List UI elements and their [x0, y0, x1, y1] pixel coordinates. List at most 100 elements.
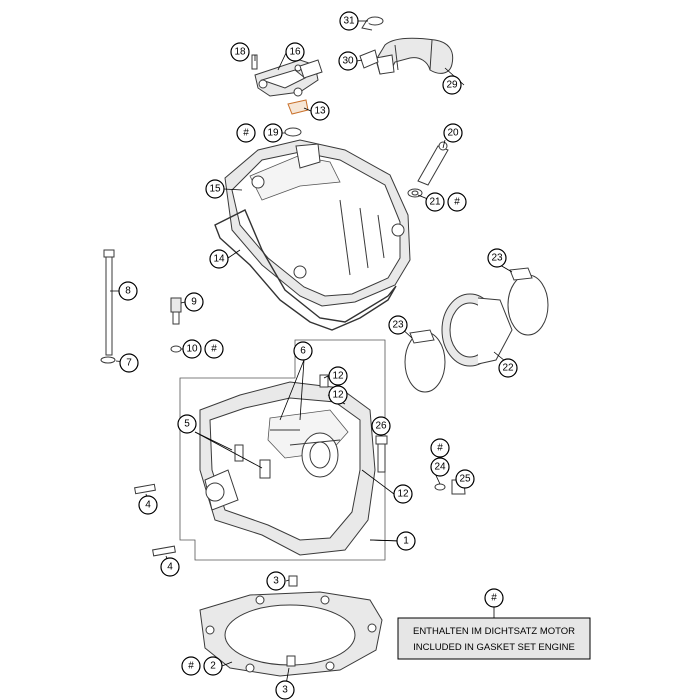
svg-text:24: 24	[434, 462, 446, 473]
svg-text:9: 9	[191, 297, 197, 308]
sealing-washer	[434, 483, 446, 491]
intake-flange	[441, 293, 513, 367]
callout-hash-10: #	[204, 339, 224, 359]
callout-3-lower: 3	[275, 680, 295, 700]
dowel-pin-upper	[134, 483, 156, 495]
callout-20: 20	[443, 123, 463, 143]
svg-text:25: 25	[459, 474, 471, 485]
callout-19: 19	[263, 123, 283, 143]
svg-text:26: 26	[375, 421, 387, 432]
callout-hash-note: #	[484, 588, 504, 608]
callout-3-upper: 3	[266, 571, 286, 591]
stud-bolt	[103, 249, 115, 356]
svg-text:22: 22	[502, 363, 514, 374]
callout-12-mid: 12	[328, 385, 348, 405]
svg-text:#: #	[243, 128, 249, 139]
sensor-o-ring	[170, 345, 182, 353]
svg-text:30: 30	[342, 56, 354, 67]
svg-text:15: 15	[209, 184, 221, 195]
svg-text:#: #	[454, 197, 460, 208]
svg-text:16: 16	[289, 47, 301, 58]
callout-4-upper: 4	[138, 495, 158, 515]
callout-9: 9	[184, 292, 204, 312]
svg-text:#: #	[188, 661, 194, 672]
callout-hash-2: #	[181, 656, 201, 676]
svg-text:21: 21	[429, 197, 441, 208]
valve-cover-gasket	[214, 209, 397, 331]
svg-text:2: 2	[210, 661, 216, 672]
svg-text:13: 13	[314, 106, 326, 117]
dowel-sleeve-lower	[286, 655, 296, 667]
callout-hash-21: #	[447, 192, 467, 212]
cover-bolt	[417, 141, 449, 186]
hose-clamp-large-lower	[404, 329, 446, 393]
svg-text:20: 20	[447, 128, 459, 139]
hose	[375, 37, 454, 75]
callout-10: 10	[182, 339, 202, 359]
valve-cover	[224, 139, 411, 307]
svg-text:29: 29	[446, 80, 458, 91]
svg-text:#: #	[491, 593, 497, 604]
svg-text:5: 5	[184, 419, 190, 430]
svg-text:12: 12	[397, 489, 409, 500]
callout-2: 2	[203, 656, 223, 676]
cylinder-head	[199, 374, 376, 556]
svg-text:3: 3	[282, 685, 288, 696]
svg-text:#: #	[211, 344, 217, 355]
callout-6: 6	[293, 341, 313, 361]
stud-washer	[100, 356, 116, 364]
svg-text:18: 18	[234, 47, 246, 58]
svg-text:23: 23	[392, 320, 404, 331]
temperature-sensor	[170, 297, 182, 325]
callout-hash-24: #	[430, 438, 450, 458]
cylinder-head-frame	[179, 339, 386, 561]
svg-text:4: 4	[145, 500, 151, 511]
svg-text:7: 7	[126, 358, 132, 369]
callout-5: 5	[177, 414, 197, 434]
note-line-english: INCLUDED IN GASKET SET ENGINE	[413, 642, 575, 653]
hose-fitting	[359, 49, 379, 69]
callout-15: 15	[205, 179, 225, 199]
callout-29: 29	[442, 75, 462, 95]
callout-18: 18	[230, 42, 250, 62]
cylinder-head-gasket	[199, 591, 383, 677]
callout-24: 24	[430, 457, 450, 477]
callout-14: 14	[209, 249, 229, 269]
hose-clamp	[361, 16, 384, 31]
callout-4-lower: 4	[160, 557, 180, 577]
svg-text:4: 4	[167, 562, 173, 573]
svg-text:8: 8	[125, 286, 131, 297]
svg-text:6: 6	[300, 346, 306, 357]
callout-31: 31	[339, 11, 359, 31]
svg-text:23: 23	[491, 253, 503, 264]
svg-text:10: 10	[186, 344, 198, 355]
callout-7: 7	[119, 353, 139, 373]
callout-21: 21	[425, 192, 445, 212]
dowel-sleeve-upper	[288, 575, 298, 587]
svg-text:#: #	[437, 443, 443, 454]
svg-text:19: 19	[267, 128, 279, 139]
callout-26: 26	[371, 416, 391, 436]
callout-13: 13	[310, 101, 330, 121]
svg-text:3: 3	[273, 576, 279, 587]
head-bolt	[375, 435, 388, 473]
note-line-german: ENTHALTEN IM DICHTSATZ MOTOR	[413, 626, 575, 637]
svg-text:12: 12	[332, 390, 344, 401]
callout-12-top: 12	[328, 366, 348, 386]
svg-text:14: 14	[213, 254, 225, 265]
callout-hash-19: #	[236, 123, 256, 143]
callout-23-mid: 23	[388, 315, 408, 335]
gasket-set-note: ENTHALTEN IM DICHTSATZ MOTOR INCLUDED IN…	[397, 617, 591, 660]
callout-12-low: 12	[393, 484, 413, 504]
callout-16: 16	[285, 42, 305, 62]
callout-25: 25	[455, 469, 475, 489]
callout-8: 8	[118, 281, 138, 301]
callout-30: 30	[338, 51, 358, 71]
hose-clamp-large	[507, 267, 549, 336]
callout-22: 22	[498, 358, 518, 378]
svg-text:31: 31	[343, 16, 355, 27]
thermostat-housing	[251, 54, 323, 97]
callout-23-top: 23	[487, 248, 507, 268]
callout-1: 1	[396, 531, 416, 551]
